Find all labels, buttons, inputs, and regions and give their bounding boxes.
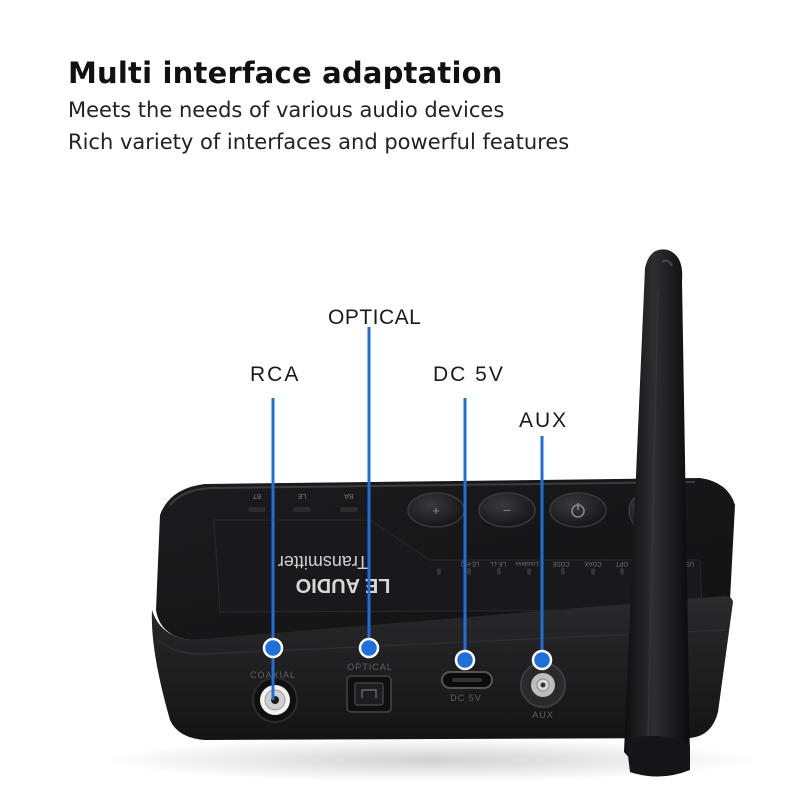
indicator-label-lossless: Lossless xyxy=(515,560,538,566)
callout-optical-label: OPTICAL xyxy=(328,306,422,329)
indicator-label-usb: USB xyxy=(682,560,694,566)
mode-label-bt: BT xyxy=(252,492,262,499)
port-label-dc: DC 5V xyxy=(450,693,482,703)
usb-c-dc-port xyxy=(441,671,493,689)
power-button[interactable] xyxy=(549,492,607,528)
device-name-line1: LE AUDIO xyxy=(296,574,391,596)
callout-aux-label: AUX xyxy=(519,409,569,432)
antenna xyxy=(624,249,690,777)
subheadline-1: Meets the needs of various audio devices xyxy=(68,98,505,122)
callout-optical-dot xyxy=(358,637,380,659)
indicator-label-code: CODE xyxy=(552,560,569,566)
volume-up-button[interactable]: + xyxy=(407,492,465,528)
svg-text:+: + xyxy=(432,503,440,518)
mode-label-le: LE xyxy=(297,492,306,499)
rca-coaxial-port xyxy=(252,677,298,723)
mode-label-ba: BA xyxy=(344,492,354,499)
indicator-label-coax: COAX xyxy=(584,560,601,566)
port-label-optical: OPTICAL xyxy=(347,662,393,672)
indicator-label-lehq: LE-HQ xyxy=(461,560,480,566)
callout-rca-label: RCA xyxy=(250,363,301,386)
callout-aux-dot xyxy=(531,649,553,671)
aux-port xyxy=(520,662,566,708)
subheadline-2: Rich variety of interfaces and powerful … xyxy=(68,130,570,154)
callout-dc-dot xyxy=(454,649,476,671)
indicator-label-lell: LE-LL xyxy=(489,560,506,566)
svg-text:−: − xyxy=(503,502,511,518)
headline: Multi interface adaptation xyxy=(68,56,503,90)
volume-down-button[interactable]: − xyxy=(478,492,536,528)
indicator-label-opt: OPT xyxy=(616,560,629,566)
device-name-line2: Transmitter xyxy=(278,552,368,572)
callout-dc-label: DC 5V xyxy=(433,363,505,386)
optical-port xyxy=(346,675,392,713)
callout-rca-dot xyxy=(262,637,284,659)
port-label-aux: AUX xyxy=(532,710,554,720)
